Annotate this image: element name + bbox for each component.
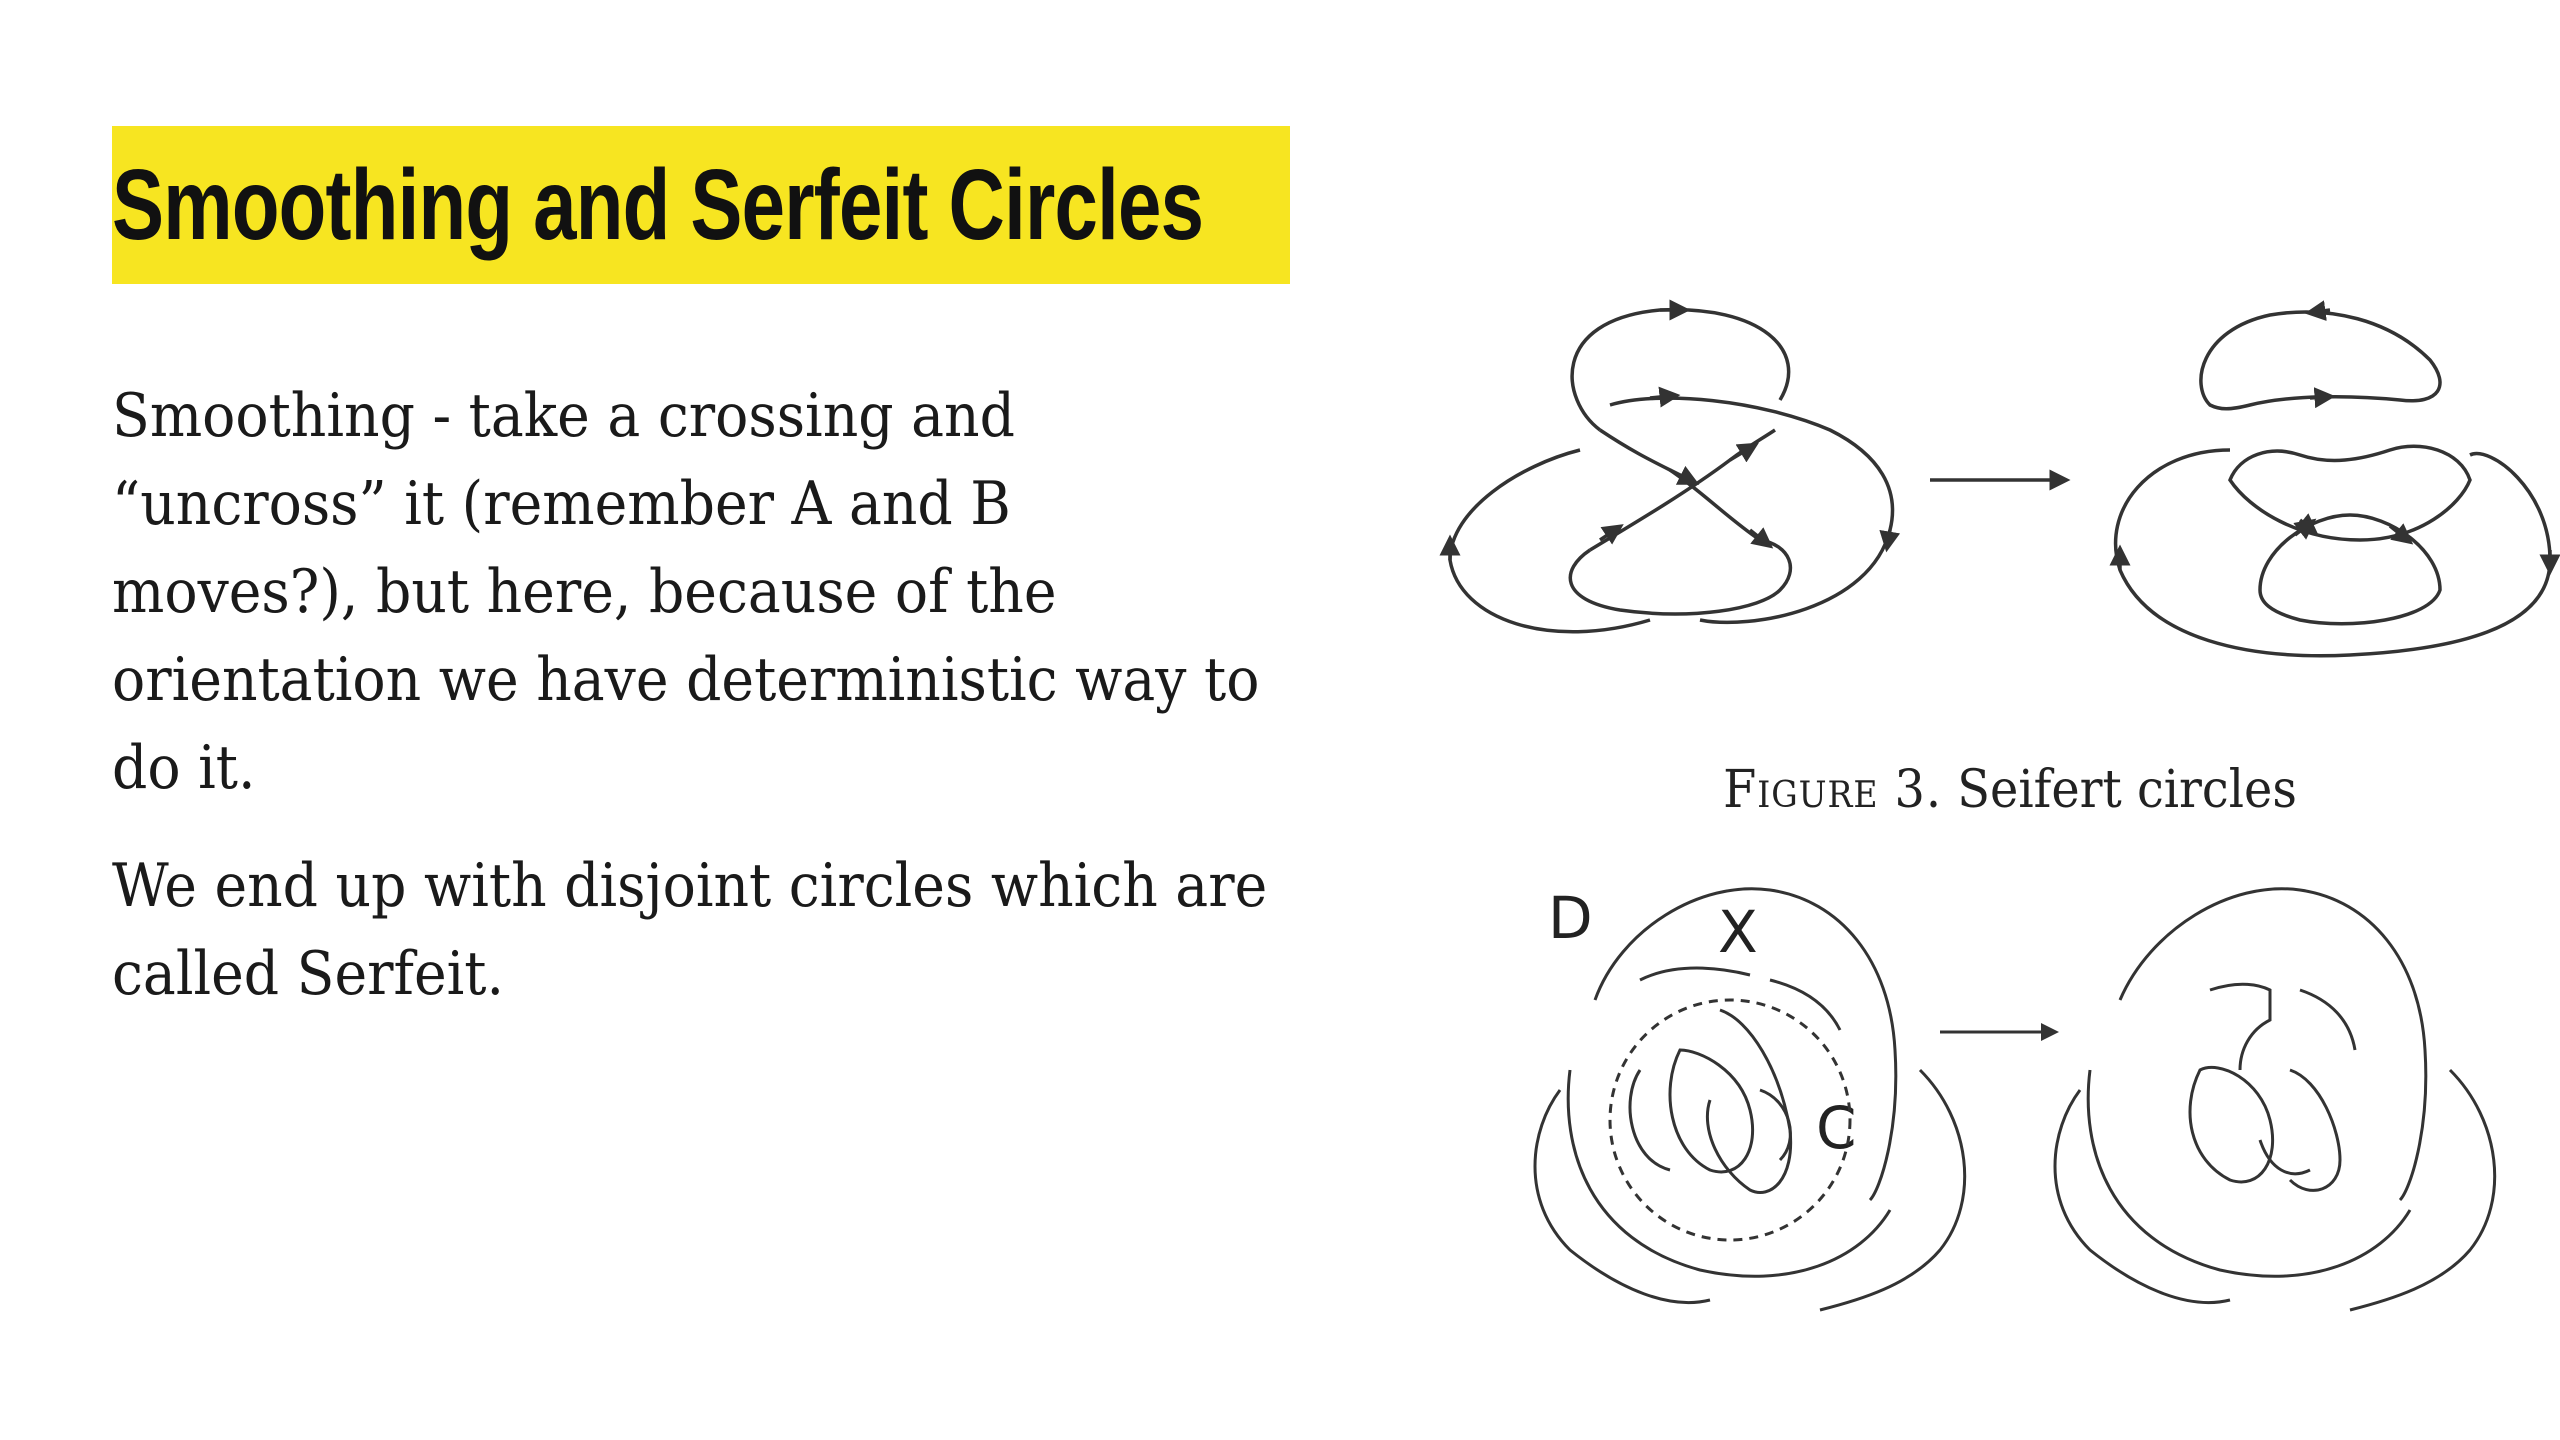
paragraph-serfeit: We end up with disjoint circles which ar… bbox=[112, 851, 1268, 1009]
knot-disk-figure: D X C bbox=[1533, 884, 2497, 1312]
paragraph-smoothing: Smoothing - take a crossing and “uncross… bbox=[112, 381, 1260, 803]
title-highlight bbox=[112, 126, 1290, 284]
knot-top-lobe bbox=[1570, 307, 1791, 432]
figure-caption-label: Figure 3. bbox=[1723, 760, 1943, 820]
slide-title: Smoothing and Serfeit Circles bbox=[112, 149, 1204, 261]
knot-diagram bbox=[1439, 299, 1901, 634]
figure-caption: Figure 3. Seifert circles bbox=[1706, 760, 2313, 820]
knot-disk-right bbox=[2053, 887, 2497, 1312]
seifert-circles bbox=[2109, 300, 2560, 658]
label-d: D bbox=[1548, 884, 1593, 952]
figure-caption-text: Seifert circles bbox=[1957, 760, 2297, 820]
knot-disk-left bbox=[1533, 887, 1967, 1312]
body-text: Smoothing - take a crossing and “uncross… bbox=[112, 372, 1271, 1048]
label-x: X bbox=[1718, 898, 1758, 966]
seifert-smoothing-figure bbox=[1439, 299, 2560, 658]
